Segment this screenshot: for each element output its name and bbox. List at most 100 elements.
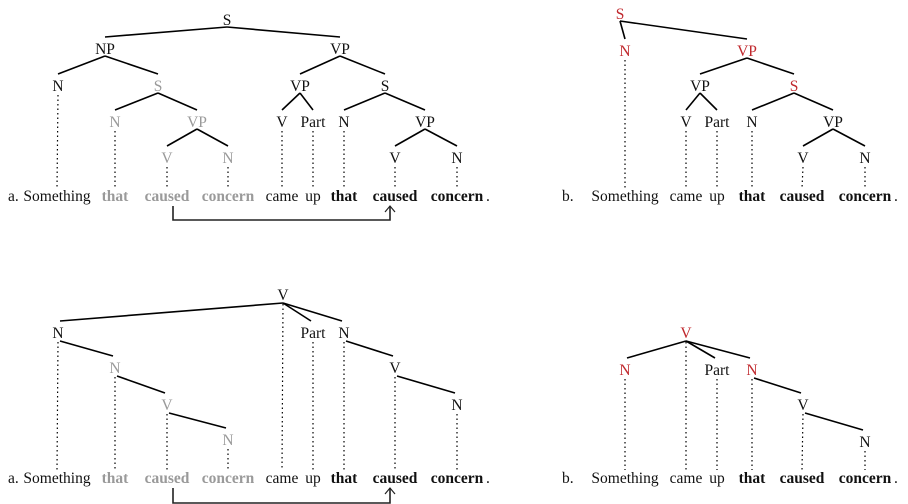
tree-edge [751,92,795,111]
tree-edge [345,340,394,357]
tree-node-label: V [277,287,289,304]
tree-node-label: V [161,397,173,414]
leaf-connector [56,341,59,471]
tree-node-label: N [451,397,462,414]
tree-node-label: V [680,325,692,342]
sentence-period: . [486,470,490,487]
sentence-word: that [739,188,767,205]
tree-edge [685,340,751,359]
tree-node-label: V [161,150,173,167]
tree-edge [343,92,386,111]
tree-node-label: N [109,114,120,131]
movement-arrow-line [172,488,391,504]
tree-edge [114,92,159,111]
tree-node-label: N [109,360,120,377]
tree-edge [699,57,748,75]
tree-edge [746,57,795,75]
sentence-word: up [709,188,725,205]
tree-node-label: N [859,434,870,451]
tree-node-label: N [451,150,462,167]
sentence-word: that [331,470,359,487]
sentence-word: up [709,470,725,487]
sentence-word: caused [373,188,418,205]
sentence-word: Something [23,470,90,487]
tree-node-label: N [52,325,63,342]
tree-edge [793,92,834,111]
tree-edge [281,92,301,111]
example-marker: a. [8,188,19,205]
sentence-word: up [305,188,321,205]
tree-node-label: Part [705,362,731,379]
tree-node-label: N [222,432,233,449]
sentence-word: up [305,470,321,487]
tree-edge [699,92,718,111]
tree-edge [619,20,626,40]
sentence-word: concern [202,188,255,205]
tree-edge [166,128,198,147]
tree-node-label: VP [187,114,207,131]
movement-arrow-line [172,206,391,221]
tree-edge [626,340,687,359]
sentence-word: caused [145,470,190,487]
tree-edge [59,340,114,357]
sentence-word: Something [591,188,658,205]
sentence-period: . [486,188,490,205]
tree-node-label: S [381,78,390,95]
tree-node-label: S [616,6,625,23]
sentence-word: concern [202,470,255,487]
example-marker: b. [562,188,574,205]
leaf-connector [56,94,59,189]
sentence-word: Something [23,188,90,205]
tree-node-label: NP [95,41,115,58]
sentence-period: . [894,470,898,487]
tree-edge [394,128,426,147]
tree-node-label: N [746,114,757,131]
tree-node-label: V [389,150,401,167]
tree-node-label: Part [301,114,327,131]
tree-edge [157,92,198,111]
tree-edge [282,302,312,322]
tree-edge [753,377,802,394]
tree-edge [424,128,458,147]
sentence-word: that [739,470,767,487]
tree-edge [804,412,864,431]
tree-edge [384,92,426,111]
tree-edge [396,375,456,394]
sentence-word: Something [591,470,658,487]
tree-node-label: N [338,325,349,342]
tree-edge [196,128,229,147]
tree-node-label: N [222,150,233,167]
tree-node-label: VP [690,78,710,95]
sentence-word: came [670,188,703,205]
sentence-word: that [102,470,130,487]
tree-node-label: VP [415,114,435,131]
tree-edge [168,412,227,429]
tree-node-label: S [154,78,163,95]
tree-node-label: N [859,150,870,167]
sentence-word: caused [780,188,825,205]
tree-edge [802,128,834,147]
tree-edge [619,20,748,40]
tree-edge [59,302,284,322]
tree-node-label: V [276,114,288,131]
tree-edge [339,55,386,75]
leaf-connector [801,413,804,471]
arrowhead-icon [384,205,396,213]
sentence-word: caused [145,188,190,205]
tree-node-label: Part [705,114,731,131]
tree-edge [685,92,701,111]
sentence-word: caused [780,470,825,487]
sentence-word: concern [839,188,892,205]
sentence-word: caused [373,470,418,487]
sentence-word: came [266,470,299,487]
sentence-word: that [102,188,130,205]
leaf-connector [801,166,804,189]
tree-edge [832,128,866,147]
tree-edge [57,55,106,75]
tree-node-label: N [338,114,349,131]
tree-edge [226,26,341,38]
